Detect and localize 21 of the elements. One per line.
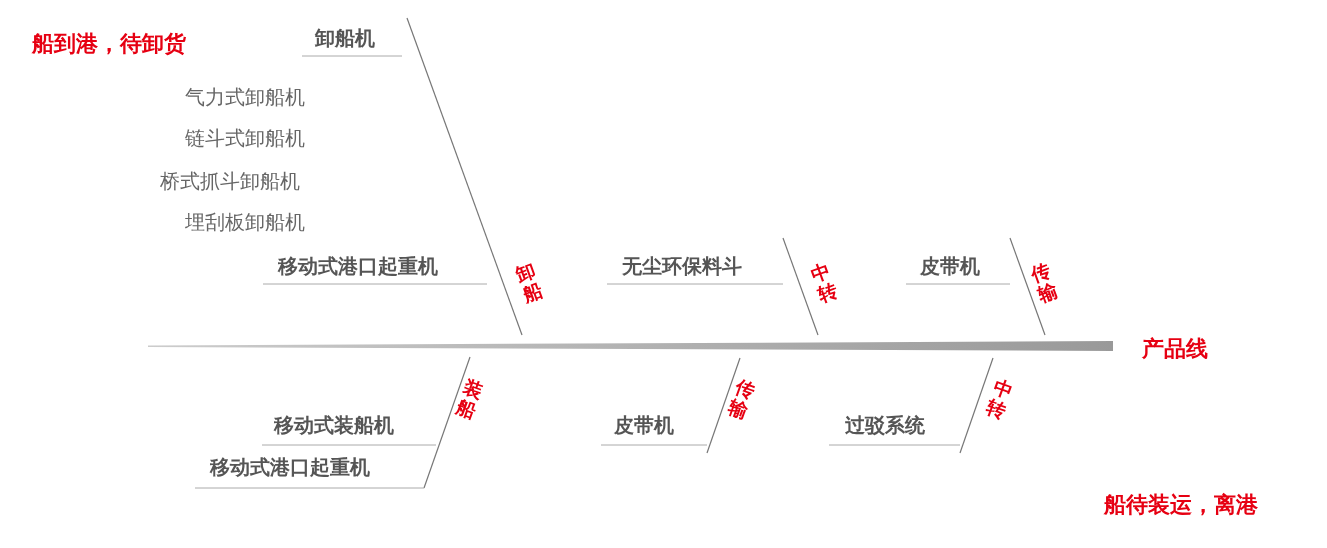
category-label: 过驳系统 [845,415,925,435]
branch-label: 中转 [808,260,841,306]
category-label: 无尘环保料斗 [622,256,742,276]
item-label: 桥式抓斗卸船机 [160,171,300,191]
item-label: 气力式卸船机 [185,87,305,107]
category-label: 卸船机 [315,28,375,48]
branch-label: 装船 [453,376,486,422]
category-label: 皮带机 [920,256,980,276]
item-label: 链斗式卸船机 [185,128,305,148]
category-label: 移动式港口起重机 [210,457,370,477]
branch-label: 传输 [1028,260,1061,306]
branch-label: 传输 [725,376,758,422]
heading: 船到港，待卸货 [32,33,186,55]
branch-label: 中转 [983,376,1016,422]
category-label: 移动式装船机 [274,415,394,435]
item-label: 埋刮板卸船机 [185,212,305,232]
product-line-label: 产品线 [1142,338,1208,360]
caption-text: 船待装运，离港 [1104,494,1258,516]
category-label: 移动式港口起重机 [278,256,438,276]
category-label: 皮带机 [614,415,674,435]
branch-label: 卸船 [513,260,546,306]
